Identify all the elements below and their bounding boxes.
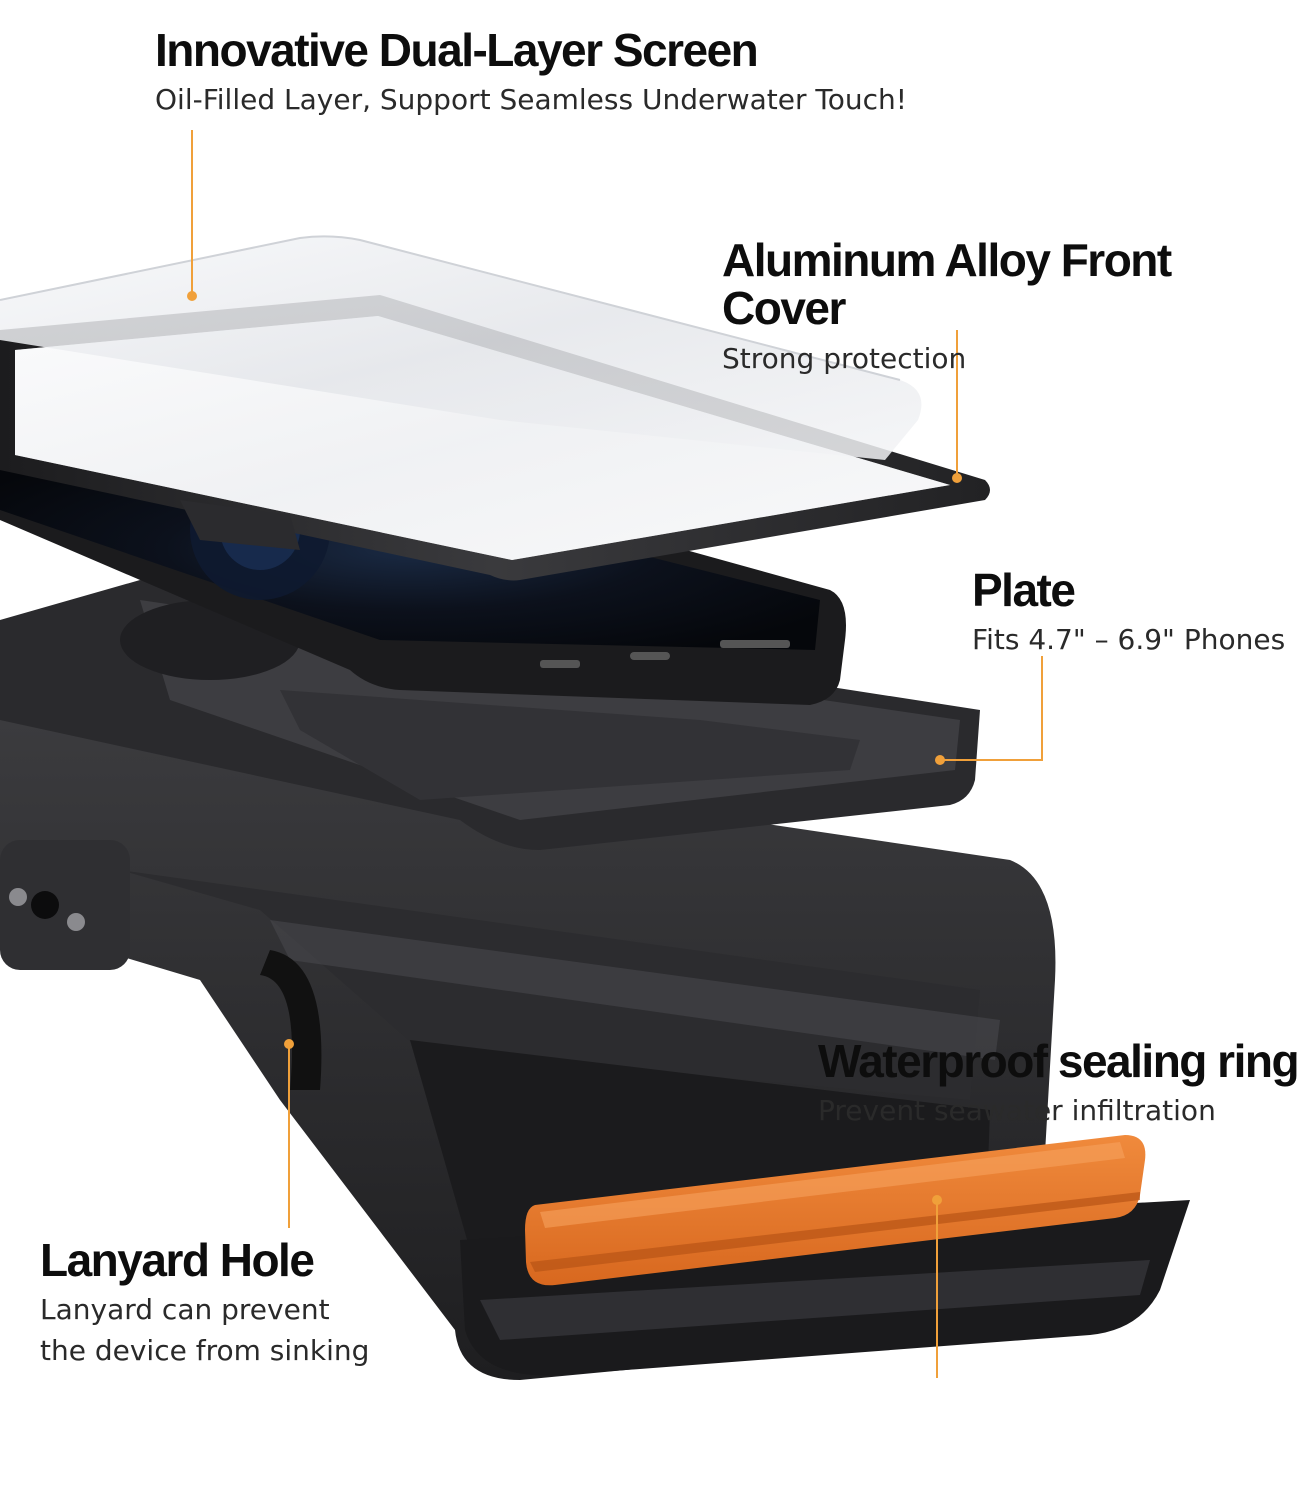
callout-subtitle: Prevent seawater infiltration (818, 1094, 1216, 1128)
callout-dots (187, 291, 962, 1205)
callout-front-cover: Aluminum Alloy Front Cover Strong protec… (722, 236, 1300, 379)
callout-title: Innovative Dual-Layer Screen (155, 24, 759, 76)
callout-subtitle: Oil-Filled Layer, Support Seamless Under… (155, 83, 907, 117)
callout-subtitle-line: the device from sinking (40, 1333, 370, 1367)
callout-title: Plate (972, 564, 1076, 616)
callout-lanyard-hole: Lanyard Hole Lanyard can prevent the dev… (40, 1236, 369, 1371)
callout-sealing-ring: Waterproof sealing ring Prevent seawater… (818, 1035, 1300, 1132)
callout-title: Waterproof sealing ring (818, 1035, 1300, 1087)
waterproof-seal (525, 1135, 1146, 1286)
callout-subtitle: Strong protection (722, 341, 967, 375)
callout-subtitle: Lanyard can prevent the device from sink… (40, 1290, 369, 1371)
callout-dual-layer-screen: Innovative Dual-Layer Screen Oil-Filled … (155, 26, 907, 121)
glass-screen (0, 235, 922, 460)
callout-title: Aluminum Alloy Front Cover (722, 234, 1172, 335)
callout-title: Lanyard Hole (40, 1234, 315, 1286)
callout-subtitle: Fits 4.7" – 6.9" Phones (972, 623, 1286, 657)
callout-plate: Plate Fits 4.7" – 6.9" Phones (972, 566, 1285, 661)
callout-subtitle-line: Lanyard can prevent (40, 1293, 330, 1327)
callout-leader-lines (191, 130, 1043, 1378)
